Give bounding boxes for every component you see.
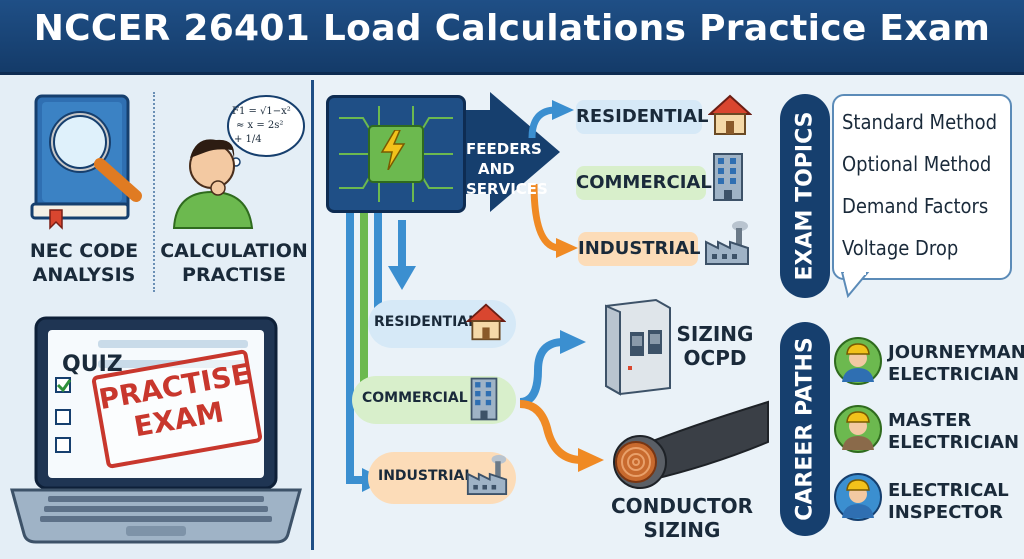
career-master-line2: ELECTRICIAN — [888, 432, 1020, 453]
thought-formula-3: + 1/4 — [234, 134, 262, 145]
thought-formula-1: F1 = √1−x² — [232, 106, 291, 117]
thought-formula-2: ≈ x = 2s² — [236, 120, 284, 131]
thinking-person-illustration — [172, 95, 305, 229]
feeders-line3: SERVICES — [466, 180, 548, 198]
lower-industrial-label: INDUSTRIAL — [378, 468, 474, 484]
topic-optional-method: Optional Method — [842, 152, 992, 176]
career-paths-heading-text: CAREER PATHS — [792, 337, 818, 521]
card-pointer — [840, 272, 870, 298]
inspector-avatar-icon — [834, 473, 882, 521]
career-inspector-line1: ELECTRICAL — [888, 480, 1009, 501]
calc-label-line2: PRACTISE — [182, 264, 286, 286]
sizing-ocpd-line2: OCPD — [683, 346, 747, 370]
topic-standard-method: Standard Method — [842, 110, 998, 134]
nec-label-line2: ANALYSIS — [32, 264, 136, 286]
office-building-icon — [713, 153, 743, 201]
career-paths-heading: CAREER PATHS — [780, 322, 830, 536]
title-bar — [0, 0, 1024, 75]
topic-voltage-drop: Voltage Drop — [842, 236, 959, 260]
master-avatar-icon — [834, 405, 882, 453]
top-branch-commercial: COMMERCIAL — [576, 166, 712, 200]
factory-icon — [705, 221, 749, 265]
page-title: NCCER 26401 Load Calculations Practice E… — [33, 8, 991, 49]
feeders-line2: AND — [478, 160, 515, 178]
top-branch-industrial: INDUSTRIAL — [578, 232, 701, 266]
dotted-divider — [153, 92, 155, 292]
exam-topics-heading: EXAM TOPICS — [780, 94, 830, 298]
factory-icon-small — [466, 454, 508, 495]
panel-divider — [311, 80, 314, 550]
lightning-icon — [380, 130, 406, 170]
career-journeyman-line2: ELECTRICIAN — [888, 364, 1020, 385]
lower-commercial-label: COMMERCIAL — [362, 390, 468, 406]
exam-topics-card — [832, 94, 1012, 280]
top-branch-residential: RESIDENTIAL — [576, 100, 709, 134]
feeders-line1: FEEDERS — [466, 140, 542, 158]
exam-topics-heading-text: EXAM TOPICS — [792, 111, 818, 281]
house-icon-small — [466, 303, 506, 341]
career-inspector-line2: INSPECTOR — [888, 502, 1003, 523]
house-icon — [708, 94, 752, 135]
lower-residential-label: RESIDENTIAL — [374, 314, 478, 330]
calc-label-line1: CALCULATION — [160, 240, 308, 262]
circuit-breaker-icon — [605, 298, 671, 396]
conductor-line2: SIZING — [643, 518, 721, 542]
sizing-ocpd-line1: SIZING — [676, 322, 754, 346]
career-journeyman-line1: JOURNEYMAN — [888, 342, 1024, 363]
journeyman-avatar-icon — [834, 337, 882, 385]
nec-book-illustration — [30, 94, 142, 230]
nec-label-line1: NEC CODE — [29, 240, 139, 262]
conductor-cable-icon — [613, 400, 769, 489]
topic-demand-factors: Demand Factors — [842, 194, 989, 218]
career-master-line1: MASTER — [888, 410, 972, 431]
office-building-icon-small — [470, 377, 498, 421]
conductor-line1: CONDUCTOR — [611, 494, 753, 518]
